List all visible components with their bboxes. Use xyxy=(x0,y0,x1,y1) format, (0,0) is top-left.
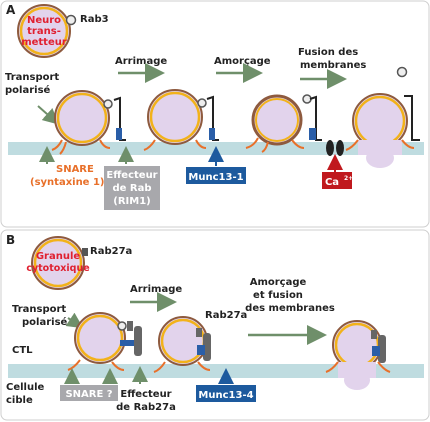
rab-icon-free xyxy=(396,66,408,78)
granule-label-2: cytotoxique xyxy=(26,263,89,274)
effector-block xyxy=(120,340,134,346)
vesicle-b3 xyxy=(325,320,391,390)
vesicle-label-1: Neuro xyxy=(27,15,61,26)
panel-a: A Neuro trans- metteur Rab3 Transport po… xyxy=(5,3,424,210)
effector-box-line-2: de Rab xyxy=(112,183,151,194)
step-pf-1: Amorçage xyxy=(250,277,307,288)
target-label-2: cible xyxy=(6,395,33,406)
transport-arrow xyxy=(37,105,59,125)
cytotoxic-granule: Granule cytotoxique xyxy=(26,236,90,290)
munc13-1-box xyxy=(186,167,246,184)
snare-fibers xyxy=(153,361,211,373)
effector-block xyxy=(116,128,122,140)
vesicle-b1 xyxy=(67,312,142,371)
step-fusion-2: membranes xyxy=(300,60,366,71)
step-priming: Amorçage xyxy=(214,56,271,67)
snare-label-1: SNARE xyxy=(56,164,94,175)
panel-b-frame xyxy=(0,229,430,421)
rab-icon xyxy=(103,99,113,109)
rab-icon xyxy=(117,321,127,331)
transport-label-1: Transport xyxy=(5,72,59,83)
effector-box-line-3: (RIM1) xyxy=(113,196,150,207)
munc-block xyxy=(197,345,205,355)
ctl-label: CTL xyxy=(12,345,33,356)
vesicle-a4 xyxy=(345,93,420,168)
effector-block xyxy=(309,128,316,140)
panel-a-letter: A xyxy=(6,3,16,17)
step-pf-2: et fusion xyxy=(253,290,303,301)
step-docking-b: Arrimage xyxy=(130,284,182,295)
calcium-channel xyxy=(326,140,344,156)
calcium-label: Ca xyxy=(325,177,339,188)
granule-label-1: Granule xyxy=(36,251,81,262)
snare-fibers xyxy=(345,139,415,151)
rab-icon xyxy=(197,98,207,108)
calcium-sup: 2+ xyxy=(344,175,353,182)
fusion-pore-b xyxy=(344,370,370,390)
rab3-label: Rab3 xyxy=(80,14,109,25)
panel-b: B Granule cytotoxique Rab27a Transport p… xyxy=(6,233,424,413)
munc-block xyxy=(372,346,380,356)
step-pf-3: des membranes xyxy=(245,303,335,314)
snare-b-label: SNARE ? xyxy=(65,389,112,400)
rab27a-icon xyxy=(82,248,88,256)
rab-icon xyxy=(302,94,312,104)
effector-protein xyxy=(206,95,219,141)
effector-box xyxy=(104,166,160,210)
vesicle-a2 xyxy=(143,89,219,151)
effector-rab27a xyxy=(134,326,142,356)
rab27a-label-2: Rab27a xyxy=(205,310,247,321)
rab27a-icon xyxy=(196,328,202,337)
vesicle-label-2: trans- xyxy=(27,26,61,37)
calcium-box xyxy=(322,172,352,189)
effector-box-line-1: Effecteur xyxy=(106,170,157,181)
snare-fibers xyxy=(325,361,391,373)
munc13-4-label: Munc13-4 xyxy=(198,390,253,401)
snare-fibers xyxy=(245,137,305,153)
transport-b-label-1: Transport xyxy=(12,304,66,315)
vesicle-label-3: metteur xyxy=(21,37,67,48)
transport-label-2: polarisé xyxy=(5,84,51,96)
rab-icon xyxy=(65,14,77,26)
snare-fibers xyxy=(143,139,207,151)
rab27a-icon xyxy=(371,330,377,339)
neurotransmitter-vesicle: Neuro trans- metteur xyxy=(17,4,77,58)
effector-protein xyxy=(309,95,322,141)
vesicle-a1 xyxy=(51,90,126,155)
step-docking: Arrimage xyxy=(115,56,167,67)
munc13-4-box xyxy=(196,385,256,402)
effector-protein xyxy=(404,95,420,141)
rab27a-label: Rab27a xyxy=(90,246,132,257)
fusion-pore xyxy=(366,148,394,168)
target-label-1: Cellule xyxy=(6,382,45,393)
effector-block xyxy=(209,128,215,140)
transport-b-label-2: polarisé xyxy=(22,316,68,328)
effector-b-label-1: Effecteur xyxy=(120,389,171,400)
effector-b-label-2: de Rab27a xyxy=(116,402,176,413)
munc13-1-label: Munc13-1 xyxy=(188,172,243,183)
effector-protein xyxy=(113,96,126,141)
rab27a-icon xyxy=(127,321,133,331)
step-fusion-1: Fusion des xyxy=(298,47,358,58)
vesicle-a3 xyxy=(245,94,322,153)
panel-b-letter: B xyxy=(6,233,15,247)
snare-label-2: (syntaxine 1) xyxy=(30,177,104,188)
vesicle-b2 xyxy=(153,316,211,373)
panel-a-frame xyxy=(0,0,430,228)
snare-b-box xyxy=(60,385,118,401)
